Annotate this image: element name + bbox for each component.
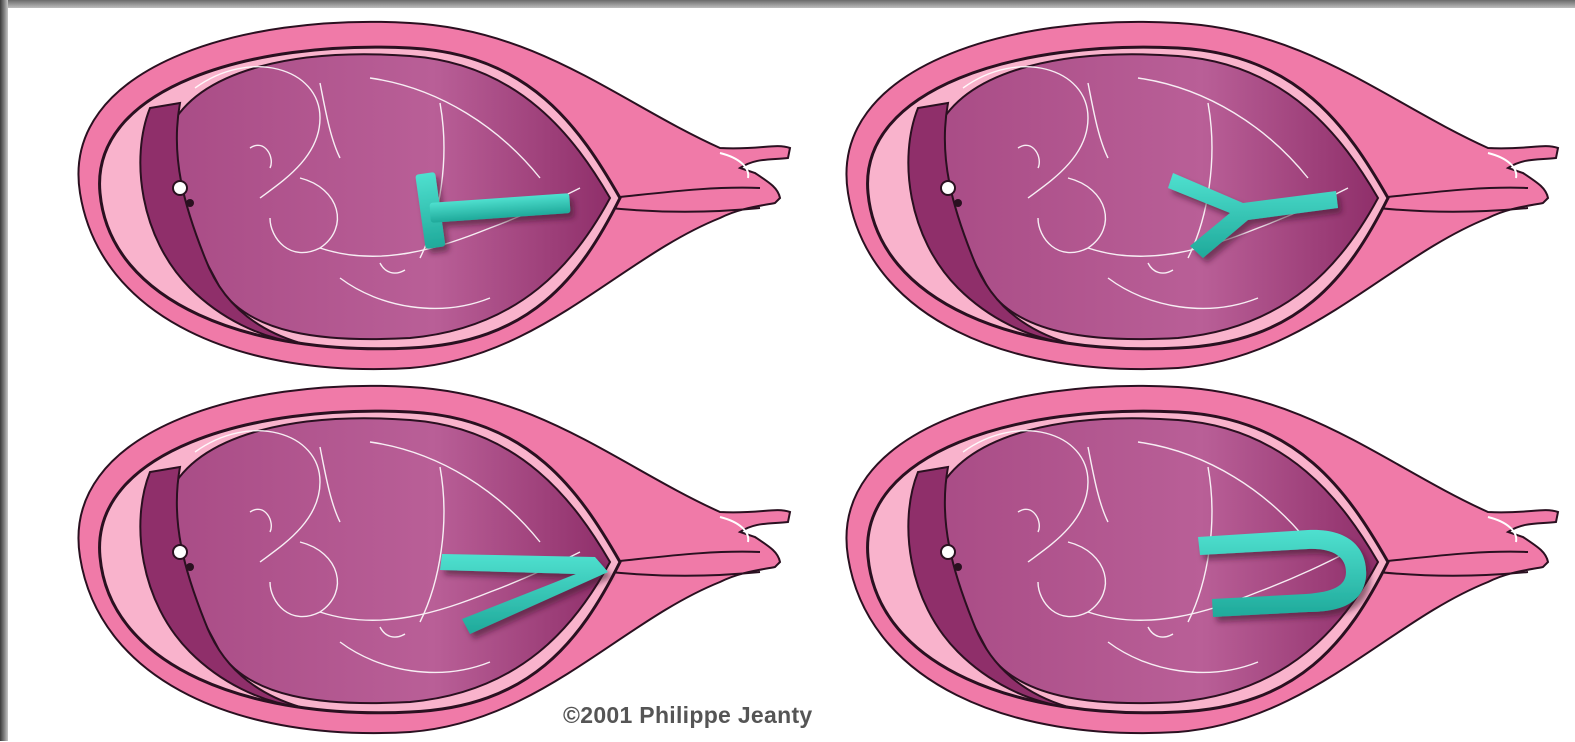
copyright-caption: ©2001 Philippe Jeanty: [563, 702, 813, 729]
uterus-diagram-t: [20, 8, 800, 378]
frame-left-edge: [0, 0, 8, 741]
uterus-diagram-y: [788, 8, 1568, 378]
uterus-panel-v: [20, 372, 800, 742]
frame-top-edge: [0, 0, 1575, 8]
uterus-diagram-u: [788, 372, 1568, 742]
uterus-panel-u: [788, 372, 1568, 742]
uterus-panel-t: [20, 8, 800, 378]
uterus-diagram-v: [20, 372, 800, 742]
uterus-panel-y: [788, 8, 1568, 378]
